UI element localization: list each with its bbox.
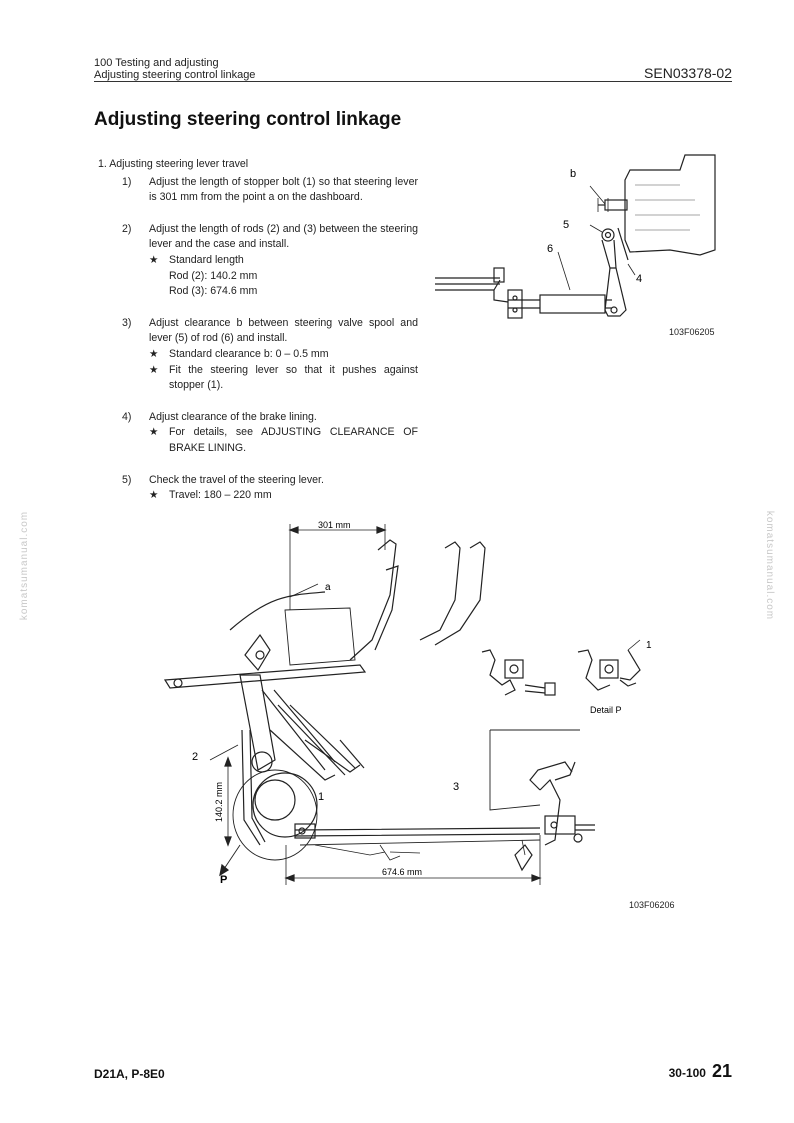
note-clearance: ★ Standard clearance b: 0 – 0.5 mm (149, 347, 418, 363)
note-details: ★ For details, see ADJUSTING CLEARANCE O… (149, 425, 418, 456)
star-icon: ★ (149, 347, 159, 360)
footer-page: 30-100 21 (669, 1061, 732, 1082)
label-2: 2 (192, 751, 198, 763)
note-text: Standard clearance b: 0 – 0.5 mm (169, 347, 329, 360)
step-number: 5) (122, 473, 132, 486)
figure1-code: 103F06205 (669, 327, 715, 337)
label-4: 4 (636, 273, 642, 285)
step-text: Adjust clearance of the brake lining. (149, 410, 317, 423)
note-rod2: Rod (2): 140.2 mm (169, 269, 258, 282)
note-text: For details, see ADJUSTING CLEARANCE OF … (169, 426, 418, 454)
note-travel: ★ Travel: 180 – 220 mm (149, 488, 418, 504)
header-section: 100 Testing and adjusting (94, 57, 219, 69)
label-detail-p: Detail P (590, 705, 622, 715)
note-text: Travel: 180 – 220 mm (169, 489, 272, 502)
step-text: Adjust the length of rods (2) and (3) be… (149, 222, 418, 251)
star-icon: ★ (149, 426, 159, 439)
label-3: 3 (453, 781, 459, 793)
figure2-code: 103F06206 (629, 900, 675, 910)
watermark-right: komatsumanual.com (764, 510, 776, 621)
star-icon: ★ (149, 363, 159, 376)
step-number: 4) (122, 410, 132, 423)
page-title: Adjusting steering control linkage (94, 109, 402, 130)
label-a: a (325, 582, 331, 593)
step-text: Adjust the length of stopper bolt (1) so… (149, 175, 418, 204)
step-5: 5) Check the travel of the steering leve… (98, 473, 418, 504)
label-5: 5 (563, 219, 569, 231)
label-674mm: 674.6 mm (382, 867, 422, 877)
label-1: 1 (318, 791, 324, 803)
label-301mm: 301 mm (318, 520, 351, 530)
label-140mm: 140.2 mm (214, 782, 224, 822)
footer-model: D21A, P-8E0 (94, 1067, 165, 1081)
note-rod3: Rod (3): 674.6 mm (169, 285, 258, 298)
section-heading: 1. Adjusting steering lever travel (98, 158, 249, 170)
step-1: 1) Adjust the length of stopper bolt (1)… (98, 175, 418, 206)
header-doc-code: SEN03378-02 (644, 65, 732, 81)
step-number: 3) (122, 316, 132, 329)
step-3: 3) Adjust clearance b between steering v… (98, 316, 418, 394)
step-number: 1) (122, 175, 132, 188)
footer-doc-page: 30-100 (668, 1066, 706, 1080)
figure-lever-clearance: b 5 6 4 (435, 154, 716, 319)
step-text: Adjust clearance b between steering valv… (149, 316, 418, 345)
label-p: P (220, 874, 227, 886)
star-icon: ★ (149, 253, 159, 266)
note-text: Fit the steering lever so that it pushes… (169, 363, 418, 392)
header-subsection: Adjusting steering control linkage (94, 69, 256, 81)
note-standard-length: ★ Standard length Rod (2): 140.2 mm Rod … (149, 253, 418, 300)
label-6: 6 (547, 243, 553, 255)
figure-steering-linkage: 301 mm a 1 Detail P 2 3 1 140.2 mm P 674… (163, 520, 652, 886)
watermark-left: komatsumanual.com (19, 510, 31, 621)
note-fit-lever: ★ Fit the steering lever so that it push… (149, 363, 418, 394)
note-text: Standard length (169, 253, 244, 266)
label-b: b (570, 168, 576, 180)
procedure-text: 1. Adjusting steering lever travel 1) Ad… (98, 157, 418, 504)
step-text: Check the travel of the steering lever. (149, 473, 324, 486)
label-1-detail: 1 (646, 640, 652, 651)
step-number: 2) (122, 222, 132, 235)
page-number: 21 (711, 1061, 732, 1081)
star-icon: ★ (149, 489, 159, 502)
header-rule (94, 81, 732, 82)
step-4: 4) Adjust clearance of the brake lining.… (98, 410, 418, 457)
page-header: 100 Testing and adjusting Adjusting stee… (94, 57, 255, 81)
step-2: 2) Adjust the length of rods (2) and (3)… (98, 222, 418, 300)
